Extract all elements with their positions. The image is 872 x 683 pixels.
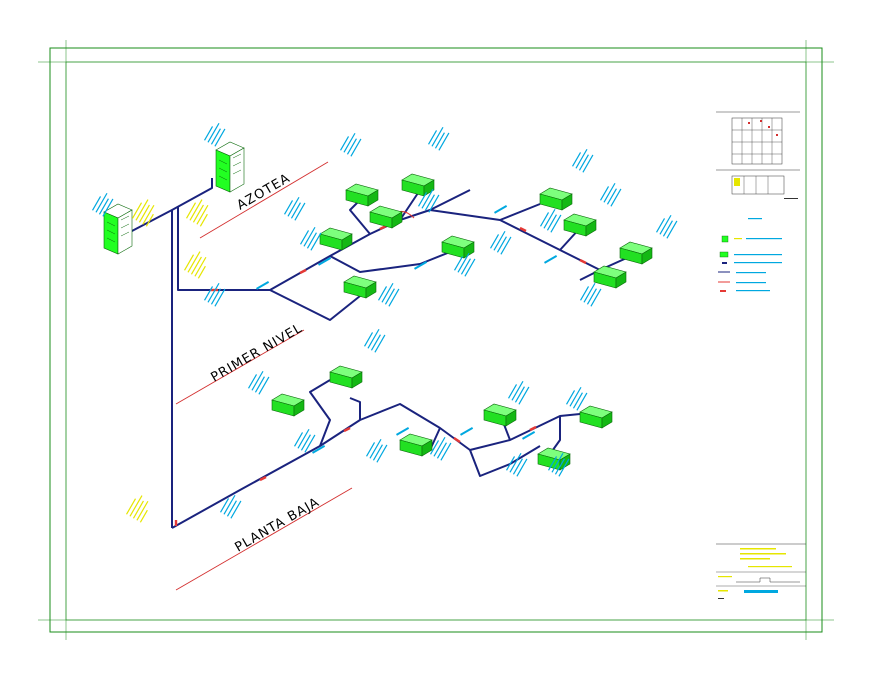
title-block [716,543,806,599]
level-label-planta-baja: PLANTA BAJA [233,495,323,556]
refrigerant-piping [129,178,641,529]
fan-coil-unit-icon [271,173,653,471]
sheet-frame [38,40,834,640]
key-plan [716,111,800,199]
legend [718,218,782,292]
level-label-primer-nivel: PRIMER NIVEL [209,321,306,386]
callout-notes [126,197,213,523]
piping-accents [174,211,587,526]
pipe-size-tags [256,204,558,454]
annotation-notes [92,120,679,519]
condenser-unit-icon [103,141,245,255]
level-lines [175,161,353,591]
